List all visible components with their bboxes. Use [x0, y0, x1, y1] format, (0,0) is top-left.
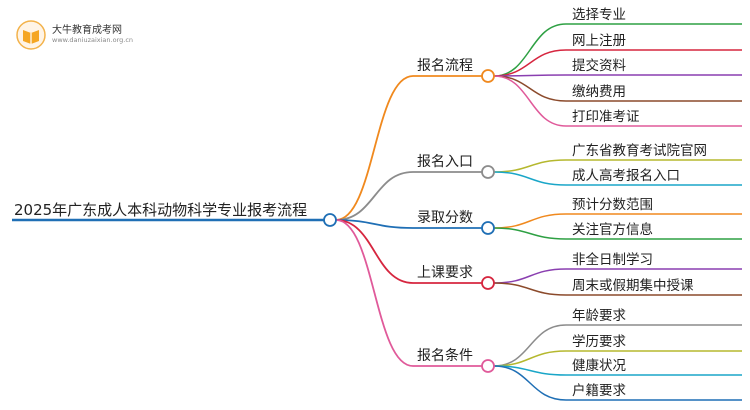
branch-to-leaf-connector [493, 23, 567, 77]
root-to-branch-connector [335, 219, 414, 284]
branch-to-leaf-connector [493, 49, 567, 77]
root-to-branch-connector [335, 75, 414, 221]
branch-to-leaf-connector [493, 268, 567, 284]
branch-toggle-circle[interactable] [481, 69, 495, 83]
branch-to-leaf-connector [493, 282, 567, 296]
leaf-label: 非全日制学习 [572, 251, 653, 268]
leaf-label: 缴纳费用 [572, 84, 626, 100]
leaf-label: 打印准考证 [572, 108, 640, 125]
branch-label: 报名入口 [417, 154, 473, 170]
leaf-label: 提交资料 [572, 57, 626, 74]
branch-to-leaf-connector [493, 75, 567, 127]
branch-to-leaf-connector [493, 365, 567, 401]
leaf-label: 网上注册 [572, 33, 626, 49]
root-topic-label: 2025年广东成人本科动物科学专业报考流程 [14, 201, 307, 219]
logo-site-name: 大牛教育成考网 [52, 25, 122, 36]
root-to-branch-connector [335, 219, 414, 229]
branch-toggle-circle[interactable] [481, 165, 495, 179]
branch-label: 报名条件 [417, 347, 473, 364]
branch-to-leaf-connector [493, 324, 567, 367]
leaf-label: 健康状况 [572, 357, 626, 374]
root-to-branch-connector [335, 219, 414, 367]
branch-to-leaf-connector [493, 213, 567, 229]
branch-toggle-circle[interactable] [481, 221, 495, 235]
branch-to-leaf-connector [493, 75, 567, 102]
site-logo: 大牛教育成考网 www.daniuzaixian.org.cn [14, 17, 154, 51]
mind-map-nodes: 2025年广东成人本科动物科学专业报考流程 报名流程 选择专业网上注册提交资料缴纳费… [14, 7, 707, 399]
branch-to-leaf-connector [493, 171, 567, 186]
leaf-label: 选择专业 [572, 7, 626, 23]
leaf-label: 周末或假期集中授课 [572, 278, 694, 294]
leaf-label: 关注官方信息 [572, 221, 653, 238]
branch-label: 报名流程 [417, 58, 473, 74]
logo-site-url: www.daniuzaixian.org.cn [52, 36, 134, 44]
branch-label: 上课要求 [417, 265, 473, 281]
branch-to-leaf-connector [493, 227, 567, 240]
leaf-label: 户籍要求 [572, 382, 626, 399]
branch-to-leaf-connector [493, 350, 567, 367]
leaf-label: 年龄要求 [572, 308, 626, 324]
branch-toggle-circle[interactable] [481, 276, 495, 290]
root-toggle-circle[interactable] [323, 213, 337, 227]
branch-label: 录取分数 [417, 210, 473, 226]
root-to-branch-connector [335, 171, 414, 221]
mind-map-connectors [12, 23, 742, 401]
leaf-label: 广东省教育考试院官网 [572, 143, 707, 159]
book-logo-icon [16, 20, 46, 50]
leaf-label: 学历要求 [572, 334, 626, 350]
leaf-label: 成人高考报名入口 [572, 167, 680, 184]
branch-to-leaf-connector [493, 159, 567, 173]
branch-toggle-circle[interactable] [481, 359, 495, 373]
leaf-label: 预计分数范围 [572, 197, 653, 213]
